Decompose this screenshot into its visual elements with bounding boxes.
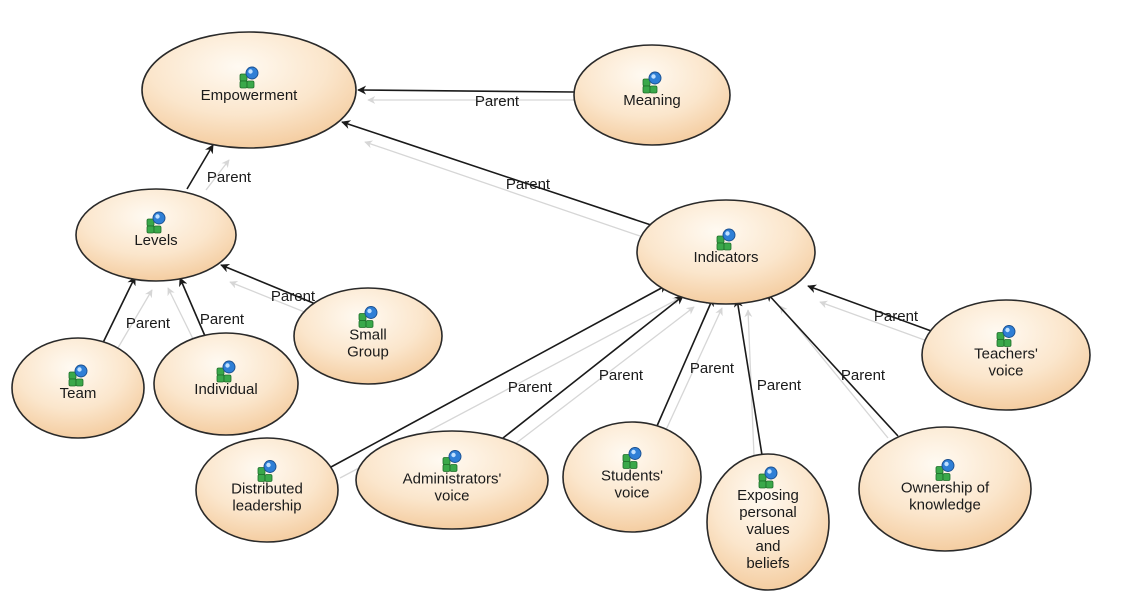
edge-label: Parent <box>126 315 171 332</box>
node-ellipse <box>11 337 145 439</box>
edge-arrow-line <box>656 297 714 427</box>
node-ellipse <box>195 437 339 543</box>
edge-arrow-line <box>766 292 899 437</box>
node-team[interactable]: Team <box>11 337 145 439</box>
edge-label: Parent <box>207 169 252 186</box>
node-ellipse <box>636 199 816 305</box>
node-ellipse <box>293 287 443 385</box>
edge-individual-to-levels[interactable]: Parent <box>167 277 245 346</box>
edge-label: Parent <box>841 367 886 384</box>
node-label-line: Distributed <box>231 481 303 498</box>
node-label-line: Ownership of <box>901 480 990 497</box>
edge-arrow-line <box>179 277 209 344</box>
edge-arrow-line <box>220 263 319 306</box>
edge-shadow-line <box>364 140 641 237</box>
node-label-line: knowledge <box>909 497 981 514</box>
edge-arrow-line <box>341 120 652 226</box>
node-label-line: and <box>755 538 780 555</box>
node-ellipse <box>573 44 731 146</box>
edge-shadow-line <box>514 306 695 445</box>
node-label-line: Individual <box>194 381 257 398</box>
edge-arrow-line <box>502 295 684 439</box>
node-indicators[interactable]: Indicators <box>636 199 816 305</box>
node-label-line: values <box>746 521 789 538</box>
node-ellipse <box>706 453 830 591</box>
node-label-line: Team <box>60 385 97 402</box>
node-empowerment[interactable]: Empowerment <box>141 31 357 149</box>
node-label-line: voice <box>988 363 1023 380</box>
node-ellipse <box>355 430 549 530</box>
node-individual[interactable]: Individual <box>153 332 299 436</box>
edge-shadow-line <box>111 289 153 359</box>
edge-label: Parent <box>599 367 644 384</box>
edge-label: Parent <box>508 379 553 396</box>
node-label-line: voice <box>434 488 469 505</box>
edge-label: Parent <box>475 93 520 110</box>
edge-students_voice-to-indicators[interactable]: Parent <box>656 297 735 433</box>
node-label-line: Group <box>347 344 389 361</box>
node-ellipse <box>153 332 299 436</box>
edge-label: Parent <box>200 311 245 328</box>
node-label-line: Administrators' <box>403 471 502 488</box>
node-label-line: personal <box>739 504 797 521</box>
edge-arrow-line <box>357 85 575 95</box>
edge-label: Parent <box>757 377 802 394</box>
node-administrators-voice[interactable]: Administrators'voice <box>355 430 549 530</box>
edge-arrow-line <box>97 276 136 354</box>
node-label-line: Levels <box>134 232 177 249</box>
edge-label: Parent <box>271 288 316 305</box>
edge-indicators-to-empowerment[interactable]: Parent <box>341 120 652 237</box>
edge-administrators_voice-to-indicators[interactable]: Parent <box>502 295 695 445</box>
edge-arrow-line <box>733 298 763 456</box>
node-teachers-voice[interactable]: Teachers'voice <box>921 299 1091 411</box>
node-label-line: voice <box>614 485 649 502</box>
edge-exposing_values-to-indicators[interactable]: Parent <box>733 298 802 457</box>
node-ellipse <box>75 188 237 282</box>
edge-team-to-levels[interactable]: Parent <box>97 276 171 359</box>
node-label-line: Indicators <box>693 249 758 266</box>
edge-shadow-line <box>205 159 230 191</box>
edge-distributed_leadership-to-indicators[interactable]: Parent <box>330 284 681 479</box>
edge-arrow-line <box>330 284 668 468</box>
edge-shadow-line <box>819 300 931 343</box>
node-students-voice[interactable]: Students'voice <box>562 421 702 533</box>
edge-levels-to-empowerment[interactable]: Parent <box>186 144 252 191</box>
node-ellipse <box>921 299 1091 411</box>
node-label-line: Students' <box>601 468 663 485</box>
edge-teachers_voice-to-indicators[interactable]: Parent <box>807 284 935 343</box>
node-levels[interactable]: Levels <box>75 188 237 282</box>
edge-shadow-line <box>664 307 723 433</box>
node-label-line: leadership <box>232 498 301 515</box>
node-ellipse <box>562 421 702 533</box>
edge-small_group-to-levels[interactable]: Parent <box>220 263 319 316</box>
edge-arrow-line <box>186 144 214 190</box>
node-ellipse <box>141 31 357 149</box>
node-label-line: Empowerment <box>201 87 299 104</box>
edge-arrow-line <box>807 284 935 333</box>
edge-label: Parent <box>690 360 735 377</box>
node-label-line: Teachers' <box>974 346 1038 363</box>
edge-shadow-line <box>167 287 197 346</box>
edge-label: Parent <box>874 308 919 325</box>
node-label-line: Meaning <box>623 92 681 109</box>
edge-shadow-line <box>229 280 313 316</box>
node-label-line: Exposing <box>737 487 799 504</box>
node-meaning[interactable]: Meaning <box>573 44 731 146</box>
node-label-line: Small <box>349 327 387 344</box>
node-ellipse <box>858 426 1032 552</box>
edge-label: Parent <box>506 176 551 193</box>
node-label-line: beliefs <box>746 555 789 572</box>
edge-ownership_knowledge-to-indicators[interactable]: Parent <box>766 292 899 439</box>
edge-meaning-to-empowerment[interactable]: Parent <box>357 85 575 110</box>
